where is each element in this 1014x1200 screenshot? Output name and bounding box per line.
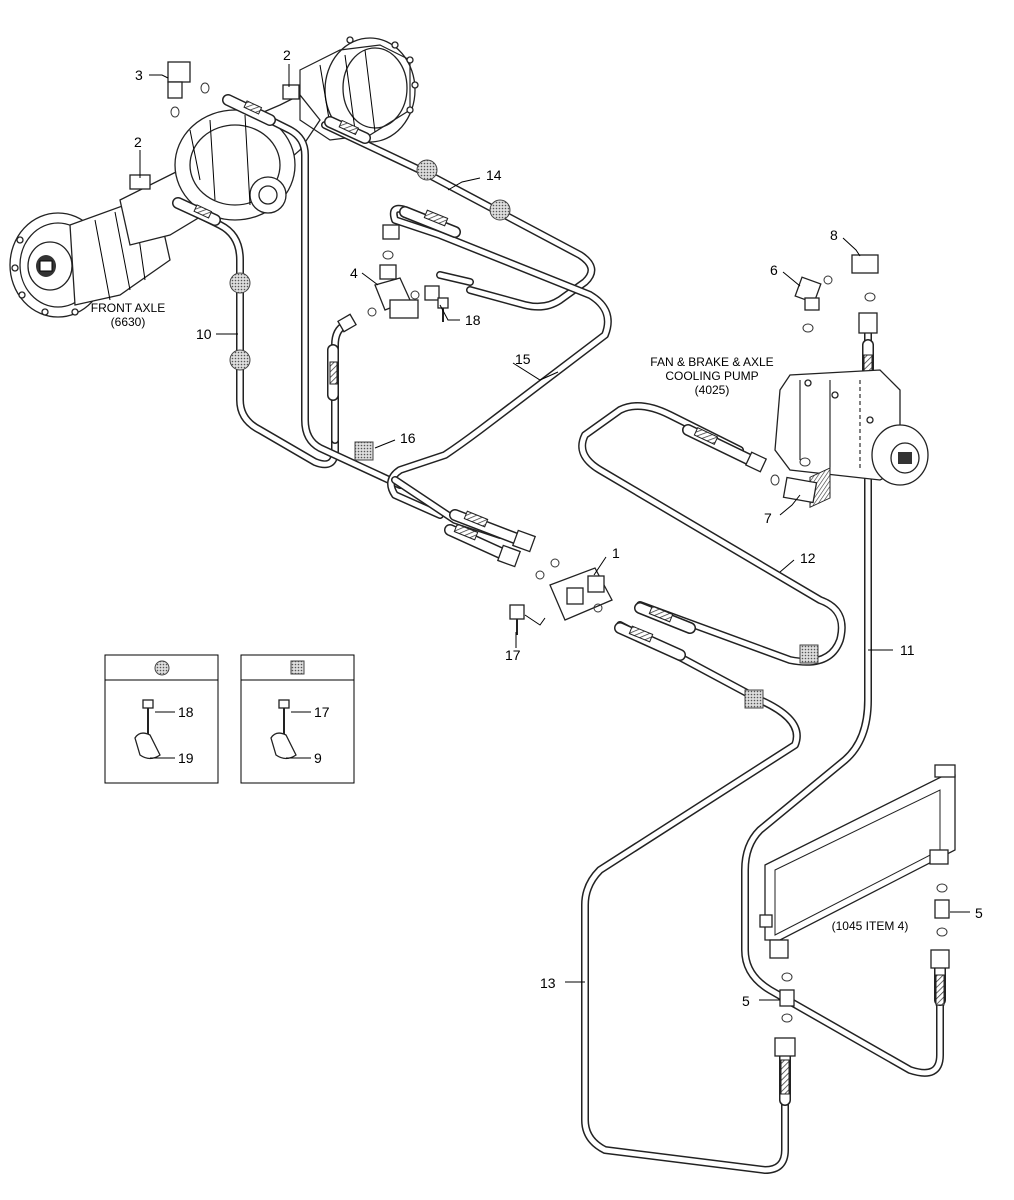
hoses-to-manifold [391,476,537,568]
hose-at-valve [327,271,474,444]
pipe-11 [741,312,950,1077]
legend-box-circle: 18 19 [104,654,219,784]
clamp-markers-square [354,441,819,709]
callout-14: 14 [486,167,502,183]
fitting-6 [794,275,833,333]
pipe-10 [172,197,339,469]
pump-caption-line1: FAN & BRAKE & AXLE [650,355,773,369]
callout-2-top: 2 [283,47,291,63]
legend-circle-icon [154,660,170,676]
bolt-17-manifold [509,604,546,635]
pipe-14 [321,116,596,311]
callout-5-left: 5 [742,993,750,1009]
manifold-1 [535,558,613,621]
legend-circle-bolt-label: 18 [178,704,194,720]
pipe-axle-down [222,94,404,489]
front-axle-caption-line1: FRONT AXLE [91,301,165,315]
callout-1: 1 [612,545,620,561]
callout-16: 16 [400,430,416,446]
callout-11: 11 [900,642,915,658]
cooling-pump [774,369,929,486]
clamp-markers-circle [229,159,511,371]
callout-17-manifold: 17 [505,647,521,663]
cooler-caption: (1045 ITEM 4) [832,919,909,933]
callout-3: 3 [135,67,143,83]
callout-13: 13 [540,975,556,991]
callout-7: 7 [764,510,772,526]
callout-15: 15 [515,351,531,367]
callout-8: 8 [830,227,838,243]
fitting-8 [851,254,879,302]
legend-square-clamp-label: 9 [314,750,322,766]
leader-lines [139,64,970,1001]
oil-cooler [759,467,956,959]
pump-caption-line2: COOLING PUMP [665,369,758,383]
pump-caption-line3: (4025) [695,383,730,397]
callout-4: 4 [350,265,358,281]
fitting-5-right [934,883,950,937]
callout-6: 6 [770,262,778,278]
pipe-13 [581,621,801,1174]
fitting-3 [167,61,210,118]
legend-circle-clamp-label: 19 [178,750,194,766]
front-axle [9,36,419,318]
legend-box-square: 17 9 [240,654,355,784]
callout-10: 10 [196,326,212,342]
fitting-2-top [282,84,300,100]
legend-square-bolt-label: 17 [314,704,330,720]
callout-18-top: 18 [465,312,481,328]
pipe-12 [578,402,846,666]
fitting-5-left [779,972,795,1023]
callout-5-right: 5 [975,905,983,921]
valve-4 [367,250,440,319]
fitting-7 [770,457,818,504]
callout-2-left: 2 [134,134,142,150]
front-axle-caption-line2: (6630) [111,315,146,329]
legend-square-icon [290,660,305,675]
callout-12: 12 [800,550,816,566]
